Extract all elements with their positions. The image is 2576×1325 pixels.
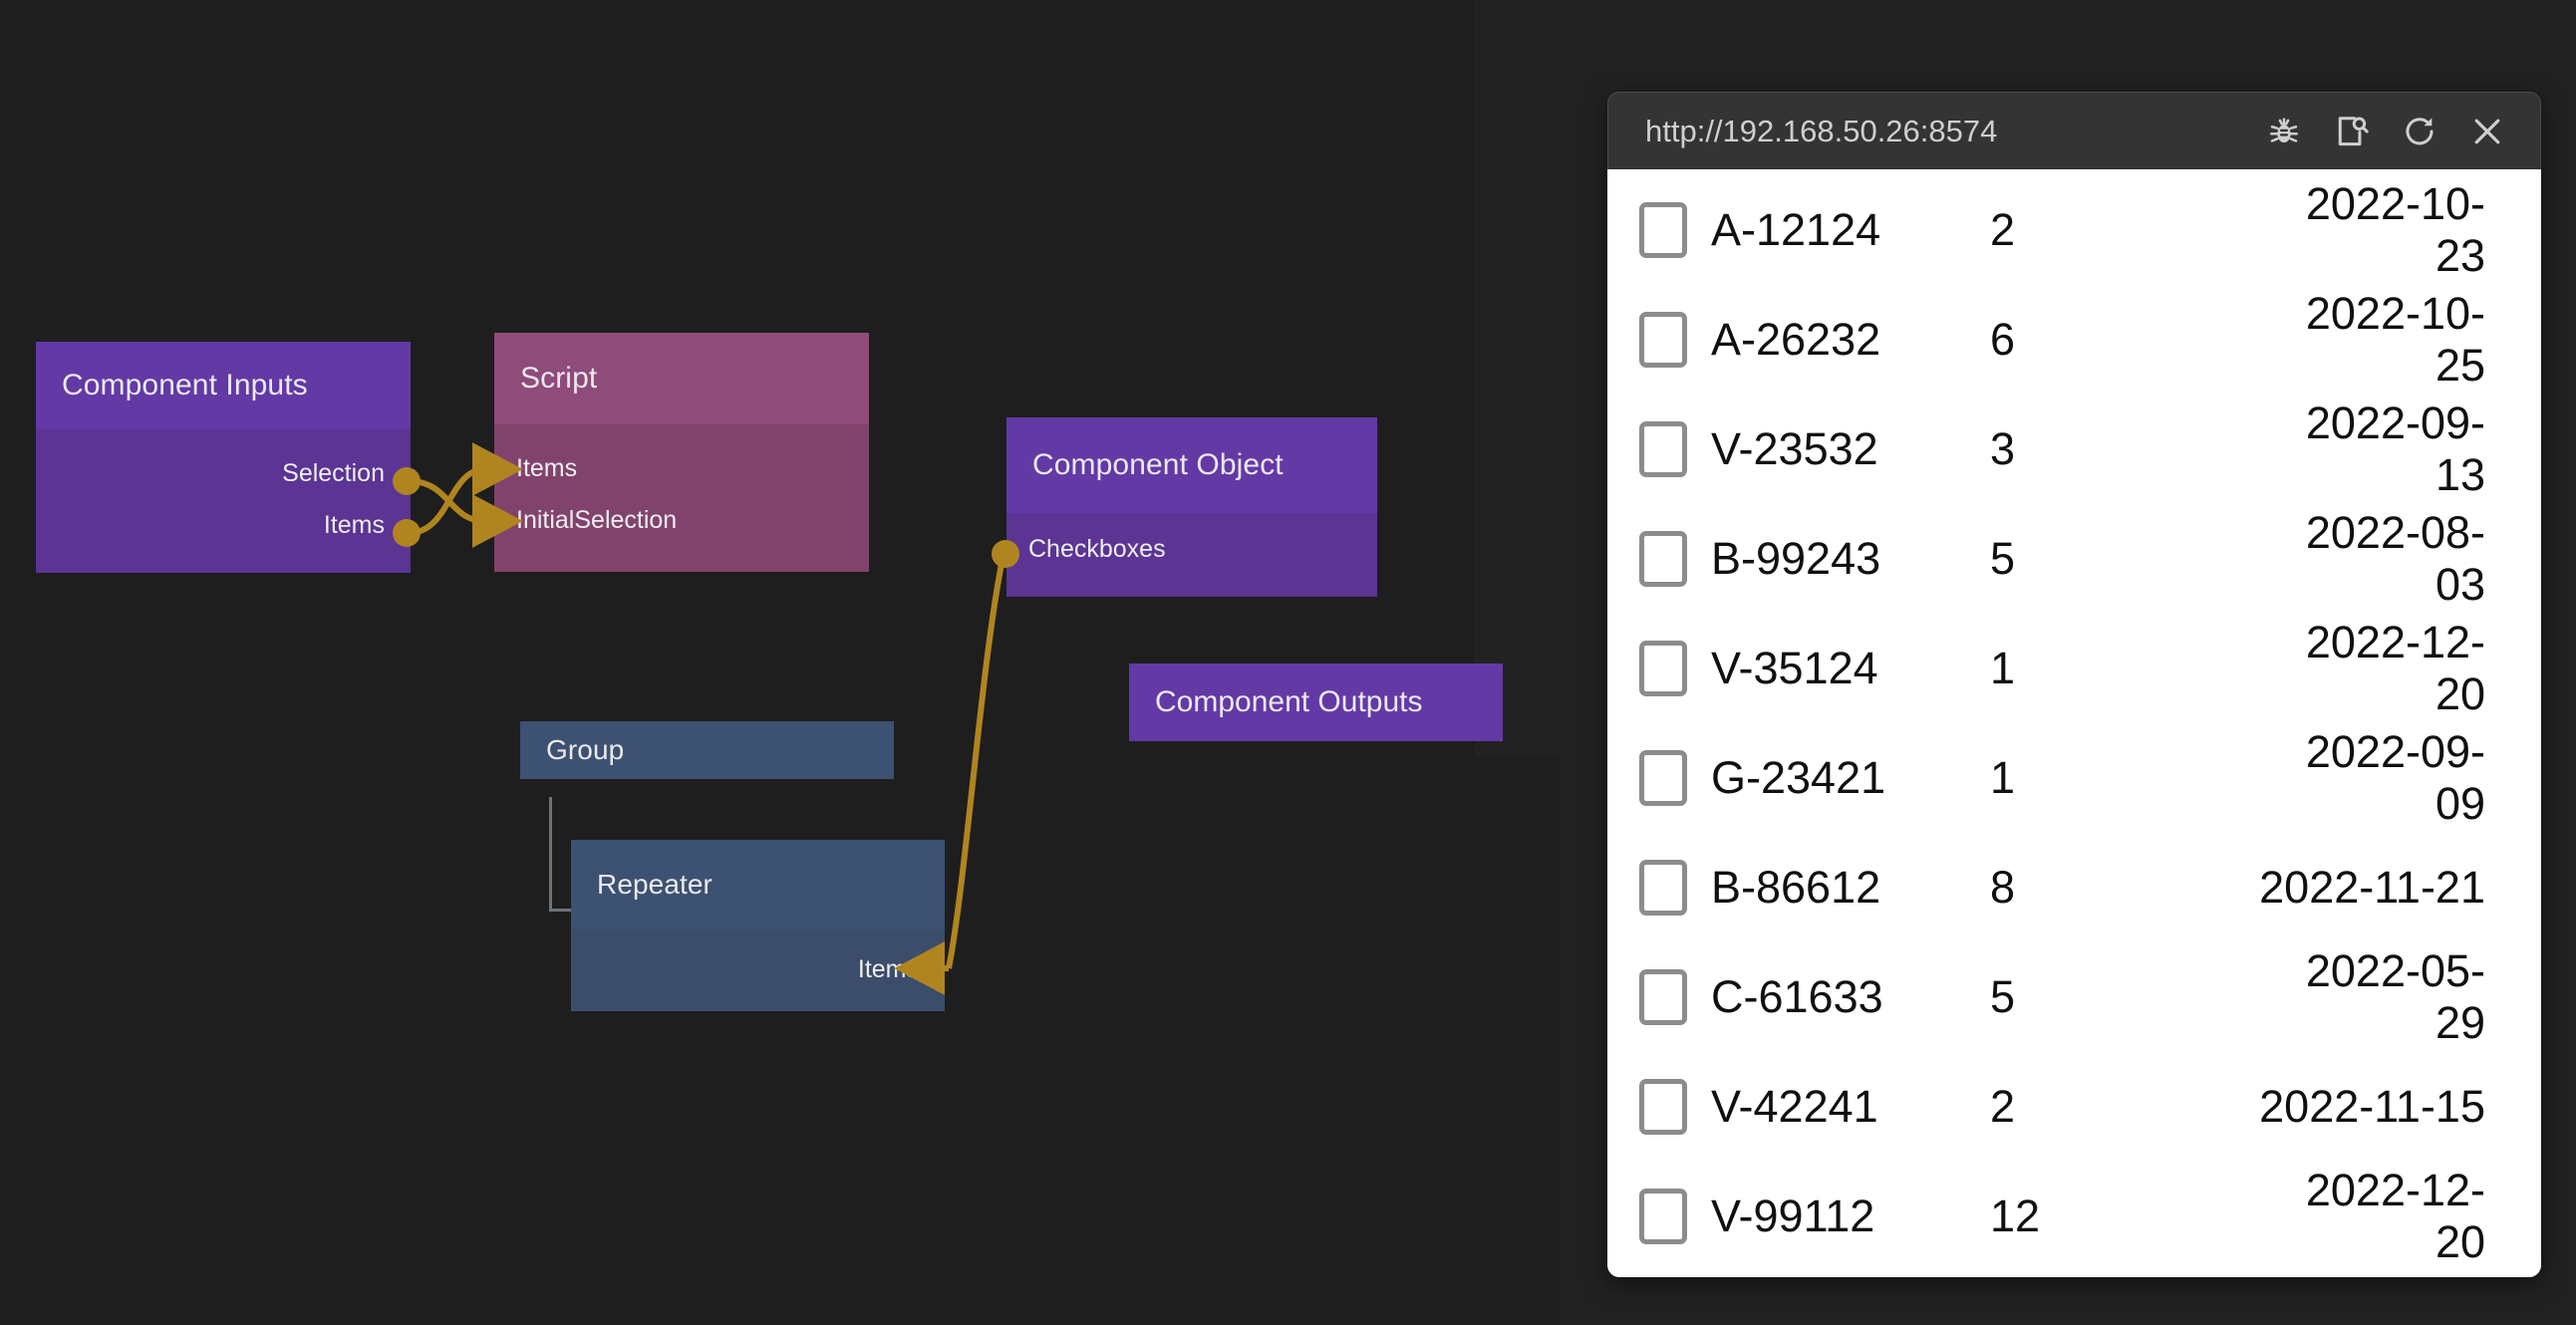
row-date: 2022-09-13 bbox=[2305, 398, 2485, 500]
table-row[interactable]: A-12124 2 2022-10-23 bbox=[1607, 175, 2541, 285]
checkbox-icon[interactable] bbox=[1639, 312, 1687, 368]
row-id: B-86612 bbox=[1711, 862, 1881, 913]
row-quantity: 8 bbox=[1990, 862, 2016, 913]
table-row[interactable]: C-61633 5 2022-05-29 bbox=[1607, 942, 2541, 1052]
row-date: 2022-11-15 bbox=[2259, 1081, 2485, 1132]
node-title-group: Group bbox=[520, 721, 894, 779]
node-component-object[interactable]: Component Object Checkboxes bbox=[1006, 417, 1377, 597]
checkbox-icon[interactable] bbox=[1639, 202, 1687, 258]
node-title-component-inputs: Component Inputs bbox=[36, 342, 411, 429]
row-quantity: 12 bbox=[1990, 1191, 2041, 1241]
port-initialselection-input[interactable]: InitialSelection bbox=[516, 505, 678, 534]
row-id: A-12124 bbox=[1711, 204, 1881, 255]
reload-icon[interactable] bbox=[2389, 101, 2450, 162]
row-id: V-35124 bbox=[1711, 643, 1878, 693]
url-text[interactable]: http://192.168.50.26:8574 bbox=[1645, 113, 1998, 148]
node-script[interactable]: Script Items InitialSelection bbox=[494, 333, 869, 572]
row-quantity: 6 bbox=[1990, 314, 2016, 365]
node-title-script: Script bbox=[494, 333, 869, 424]
table-row[interactable]: V-99112 12 2022-12-20 bbox=[1607, 1162, 2541, 1271]
row-checkbox-cell[interactable] bbox=[1639, 202, 1711, 258]
browser-overlay-panel[interactable]: http://192.168.50.26:8574 bbox=[1607, 92, 2541, 1277]
row-id: A-26232 bbox=[1711, 314, 1881, 365]
row-quantity: 3 bbox=[1990, 423, 2016, 474]
port-items-output[interactable]: Items bbox=[323, 510, 385, 539]
row-date: 2022-12-20 bbox=[2305, 617, 2485, 719]
checkbox-icon[interactable] bbox=[1639, 860, 1687, 916]
checkbox-icon[interactable] bbox=[1639, 1189, 1687, 1244]
row-date: 2022-11-21 bbox=[2259, 862, 2485, 913]
row-date: 2022-08-03 bbox=[2305, 507, 2485, 610]
table-row[interactable]: A-26232 6 2022-10-25 bbox=[1607, 285, 2541, 395]
row-checkbox-cell[interactable] bbox=[1639, 969, 1711, 1025]
node-title-component-outputs: Component Outputs bbox=[1129, 663, 1503, 741]
row-checkbox-cell[interactable] bbox=[1639, 312, 1711, 368]
row-id: V-23532 bbox=[1711, 423, 1878, 474]
row-checkbox-cell[interactable] bbox=[1639, 641, 1711, 696]
node-body-component-object: Checkboxes bbox=[1006, 513, 1377, 597]
node-body-script: Items InitialSelection bbox=[494, 424, 869, 572]
table-row[interactable]: G-23421 1 2022-09-09 bbox=[1607, 723, 2541, 833]
checkbox-icon[interactable] bbox=[1639, 969, 1687, 1025]
group-child-tether bbox=[549, 797, 576, 912]
node-group[interactable]: Group bbox=[520, 721, 894, 779]
row-quantity: 1 bbox=[1990, 752, 2016, 803]
row-id: G-23421 bbox=[1711, 752, 1886, 803]
inspect-page-icon[interactable] bbox=[2321, 101, 2383, 162]
browser-panel-header: http://192.168.50.26:8574 bbox=[1607, 92, 2541, 169]
close-icon[interactable] bbox=[2456, 101, 2518, 162]
row-checkbox-cell[interactable] bbox=[1639, 860, 1711, 916]
checkbox-icon[interactable] bbox=[1639, 750, 1687, 806]
node-title-repeater: Repeater bbox=[571, 840, 945, 929]
port-selection-output[interactable]: Selection bbox=[282, 458, 385, 487]
table-row[interactable]: V-35124 1 2022-12-20 bbox=[1607, 614, 2541, 723]
row-checkbox-cell[interactable] bbox=[1639, 750, 1711, 806]
port-items-input[interactable]: Items bbox=[516, 453, 578, 482]
row-date: 2022-05-29 bbox=[2305, 945, 2485, 1048]
table-row[interactable]: B-99243 5 2022-08-03 bbox=[1607, 504, 2541, 614]
row-id: B-99243 bbox=[1711, 533, 1881, 584]
row-checkbox-cell[interactable] bbox=[1639, 1079, 1711, 1135]
row-quantity: 2 bbox=[1990, 1081, 2016, 1132]
debug-icon[interactable] bbox=[2253, 101, 2315, 162]
checkbox-icon[interactable] bbox=[1639, 421, 1687, 477]
checkbox-icon[interactable] bbox=[1639, 531, 1687, 587]
row-checkbox-cell[interactable] bbox=[1639, 1189, 1711, 1244]
row-quantity: 5 bbox=[1990, 971, 2016, 1022]
row-quantity: 1 bbox=[1990, 643, 2016, 693]
table-row[interactable]: B-86612 8 2022-11-21 bbox=[1607, 833, 2541, 942]
row-date: 2022-10-23 bbox=[2305, 178, 2485, 281]
row-id: V-42241 bbox=[1711, 1081, 1878, 1132]
node-graph-canvas[interactable]: Component Inputs Selection Items Script … bbox=[0, 0, 1614, 1325]
row-checkbox-cell[interactable] bbox=[1639, 421, 1711, 477]
node-body-component-inputs: Selection Items bbox=[36, 429, 411, 573]
port-repeater-items-output[interactable]: Items bbox=[857, 954, 919, 983]
wire-checkboxes-to-repeater-items bbox=[946, 553, 1006, 969]
checkbox-icon[interactable] bbox=[1639, 641, 1687, 696]
port-checkboxes-input[interactable]: Checkboxes bbox=[1028, 534, 1166, 563]
node-repeater[interactable]: Repeater Items bbox=[571, 840, 945, 1011]
node-title-component-object: Component Object bbox=[1006, 417, 1377, 513]
row-date: 2022-12-20 bbox=[2305, 1165, 2485, 1267]
node-component-inputs[interactable]: Component Inputs Selection Items bbox=[36, 342, 411, 573]
wire-items-to-items bbox=[408, 442, 523, 536]
row-id: C-61633 bbox=[1711, 971, 1883, 1022]
row-quantity: 5 bbox=[1990, 533, 2016, 584]
row-date: 2022-09-09 bbox=[2305, 726, 2485, 829]
wire-selection-to-initialselection bbox=[408, 478, 523, 548]
node-body-repeater: Items bbox=[571, 929, 945, 1011]
checkbox-icon[interactable] bbox=[1639, 1079, 1687, 1135]
table-row[interactable]: V-42241 2 2022-11-15 bbox=[1607, 1052, 2541, 1162]
row-quantity: 2 bbox=[1990, 204, 2016, 255]
table-row[interactable]: V-23532 3 2022-09-13 bbox=[1607, 395, 2541, 504]
row-date: 2022-10-25 bbox=[2305, 288, 2485, 391]
node-component-outputs[interactable]: Component Outputs bbox=[1129, 663, 1503, 741]
wire-layer bbox=[393, 442, 1019, 995]
row-id: V-99112 bbox=[1711, 1191, 1875, 1241]
row-checkbox-cell[interactable] bbox=[1639, 531, 1711, 587]
